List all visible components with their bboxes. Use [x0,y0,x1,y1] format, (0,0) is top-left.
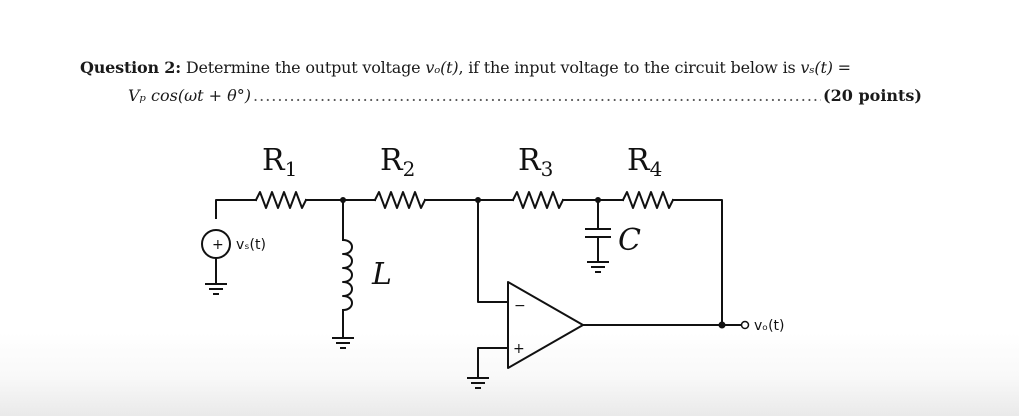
question-prompt-start: Determine the output voltage [185,58,426,77]
resistor-r2 [373,191,427,209]
r4-label: R4 [627,143,662,181]
output-voltage-symbol: vₒ(t) [425,58,459,77]
capacitor-label: C [618,223,641,258]
bottom-shadow [0,376,1019,416]
wire-r4-to-output [672,199,723,323]
resistor-r3 [511,191,565,209]
r1-label: R1 [262,143,297,181]
opamp-body [507,281,584,369]
input-voltage-symbol: vₛ(t) = [800,58,851,77]
resistor-r1 [254,191,308,209]
wire-opamp-plus-to-ground [477,347,509,379]
wire-source-to-r1 [215,199,257,219]
junction-node3 [595,197,601,203]
question-line-2: Vₚ cos(ωt + θ°) ........................… [128,86,922,105]
junction-node2 [475,197,481,203]
ground-capacitor-icon [587,261,609,273]
points-value: (20 points) [823,86,922,105]
question-prompt-middle: , if the input voltage to the circuit be… [458,58,801,77]
output-terminal [740,320,750,330]
ground-opamp-icon [467,377,489,389]
resistor-r4 [621,191,675,209]
junction-node1 [340,197,346,203]
question-label: Question 2: [80,58,181,77]
junction-output [718,321,726,329]
source-label: vₛ(t) [236,237,266,253]
wire-node2-to-opamp-minus [477,199,509,303]
ground-source-icon [205,283,227,295]
output-label: vₒ(t) [754,318,785,334]
opamp-minus-label: − [514,298,526,314]
source-plus-sign: + [212,237,224,253]
r2-label: R2 [380,143,415,181]
r3-label: R3 [518,143,553,181]
question-line-1: Question 2: Determine the output voltage… [80,58,851,77]
inductor-label: L [371,257,392,292]
dot-leader: ........................................… [253,86,822,105]
ground-inductor-icon [332,337,354,349]
opamp-plus-label: + [513,341,525,357]
input-voltage-expression: Vₚ cos(ωt + θ°) [128,86,252,105]
inductor-l [341,238,353,312]
